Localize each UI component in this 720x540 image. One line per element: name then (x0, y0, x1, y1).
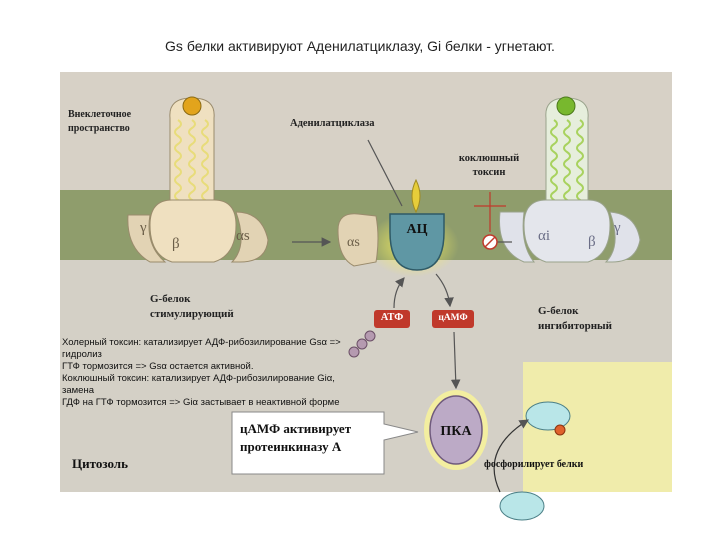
beta-left-label: β (172, 236, 180, 252)
g-inhibitory-receptor (499, 97, 641, 263)
target-protein-top (525, 401, 571, 431)
page-title: Gs белки активируют Аденилатциклазу, Gi … (165, 38, 555, 54)
pka-label: ПКА (440, 424, 472, 439)
ac-label: АЦ (406, 222, 428, 237)
extracellular-label: Внеклеточное пространство (68, 109, 132, 134)
arrow-ac-to-camp (435, 273, 454, 308)
alpha-s-left-label: αs (236, 228, 250, 244)
g-inhibitory-label: G-белок ингибиторный (538, 305, 612, 332)
atp-molecule-chain (348, 330, 376, 358)
atp-label: АТФ (380, 312, 404, 323)
camp-activates-label: цАМФ активирует протеинкиназу А (240, 421, 352, 454)
inhibitory-ligand-ball (556, 96, 576, 116)
arrow-phosphorylation (493, 419, 530, 493)
ac-enzyme (389, 213, 445, 271)
g-stimulatory-receptor (127, 97, 269, 263)
gamma-right-label: γ (613, 220, 621, 236)
alpha-s-center-label: αs (347, 235, 360, 250)
arrow-label-to-ac (367, 139, 403, 207)
camp-box (432, 310, 474, 328)
alpha-s-subunit-active (337, 213, 379, 267)
note-line: ГДФ на ГТФ тормозится => Giα застывает в… (62, 397, 340, 408)
camp-activates-callout (231, 411, 419, 475)
phosphorylates-label: фосфорилирует белки (484, 459, 584, 470)
arrow-camp-to-pka (450, 331, 461, 390)
arrow-atp-to-ac (393, 277, 405, 309)
stimulatory-ligand-ball (182, 96, 202, 116)
pertussis-toxin-label: коклюшный токсин (458, 153, 520, 178)
beta-right-label: β (588, 234, 596, 250)
note-line: гидролиз (62, 349, 102, 360)
inhibition-icon-slash (484, 236, 496, 248)
g-stimulatory-label: G-белок стимулирующий (150, 293, 234, 320)
toxin-notes: Холерный токсин: катализирует АДФ-рибози… (62, 337, 362, 409)
note-line: ГТФ тормозится => Gsα остается активной. (62, 361, 254, 372)
ac-membrane-stem (411, 178, 421, 214)
phosphate-dot (554, 424, 566, 436)
camp-label: цАМФ (438, 313, 468, 323)
target-protein-bottom (499, 491, 545, 521)
adenylate-cyclase-label: Аденилатциклаза (290, 118, 375, 129)
alpha-i-label: αi (538, 228, 550, 244)
pka-enzyme (429, 395, 483, 465)
gamma-left-label: γ (139, 220, 147, 236)
note-line: Холерный токсин: катализирует АДФ-рибози… (62, 337, 341, 348)
cytosol-label: Цитозоль (72, 456, 128, 471)
atp-box (374, 310, 410, 328)
note-line: Коклюшный токсин: катализирует АДФ-рибоз… (62, 373, 335, 396)
